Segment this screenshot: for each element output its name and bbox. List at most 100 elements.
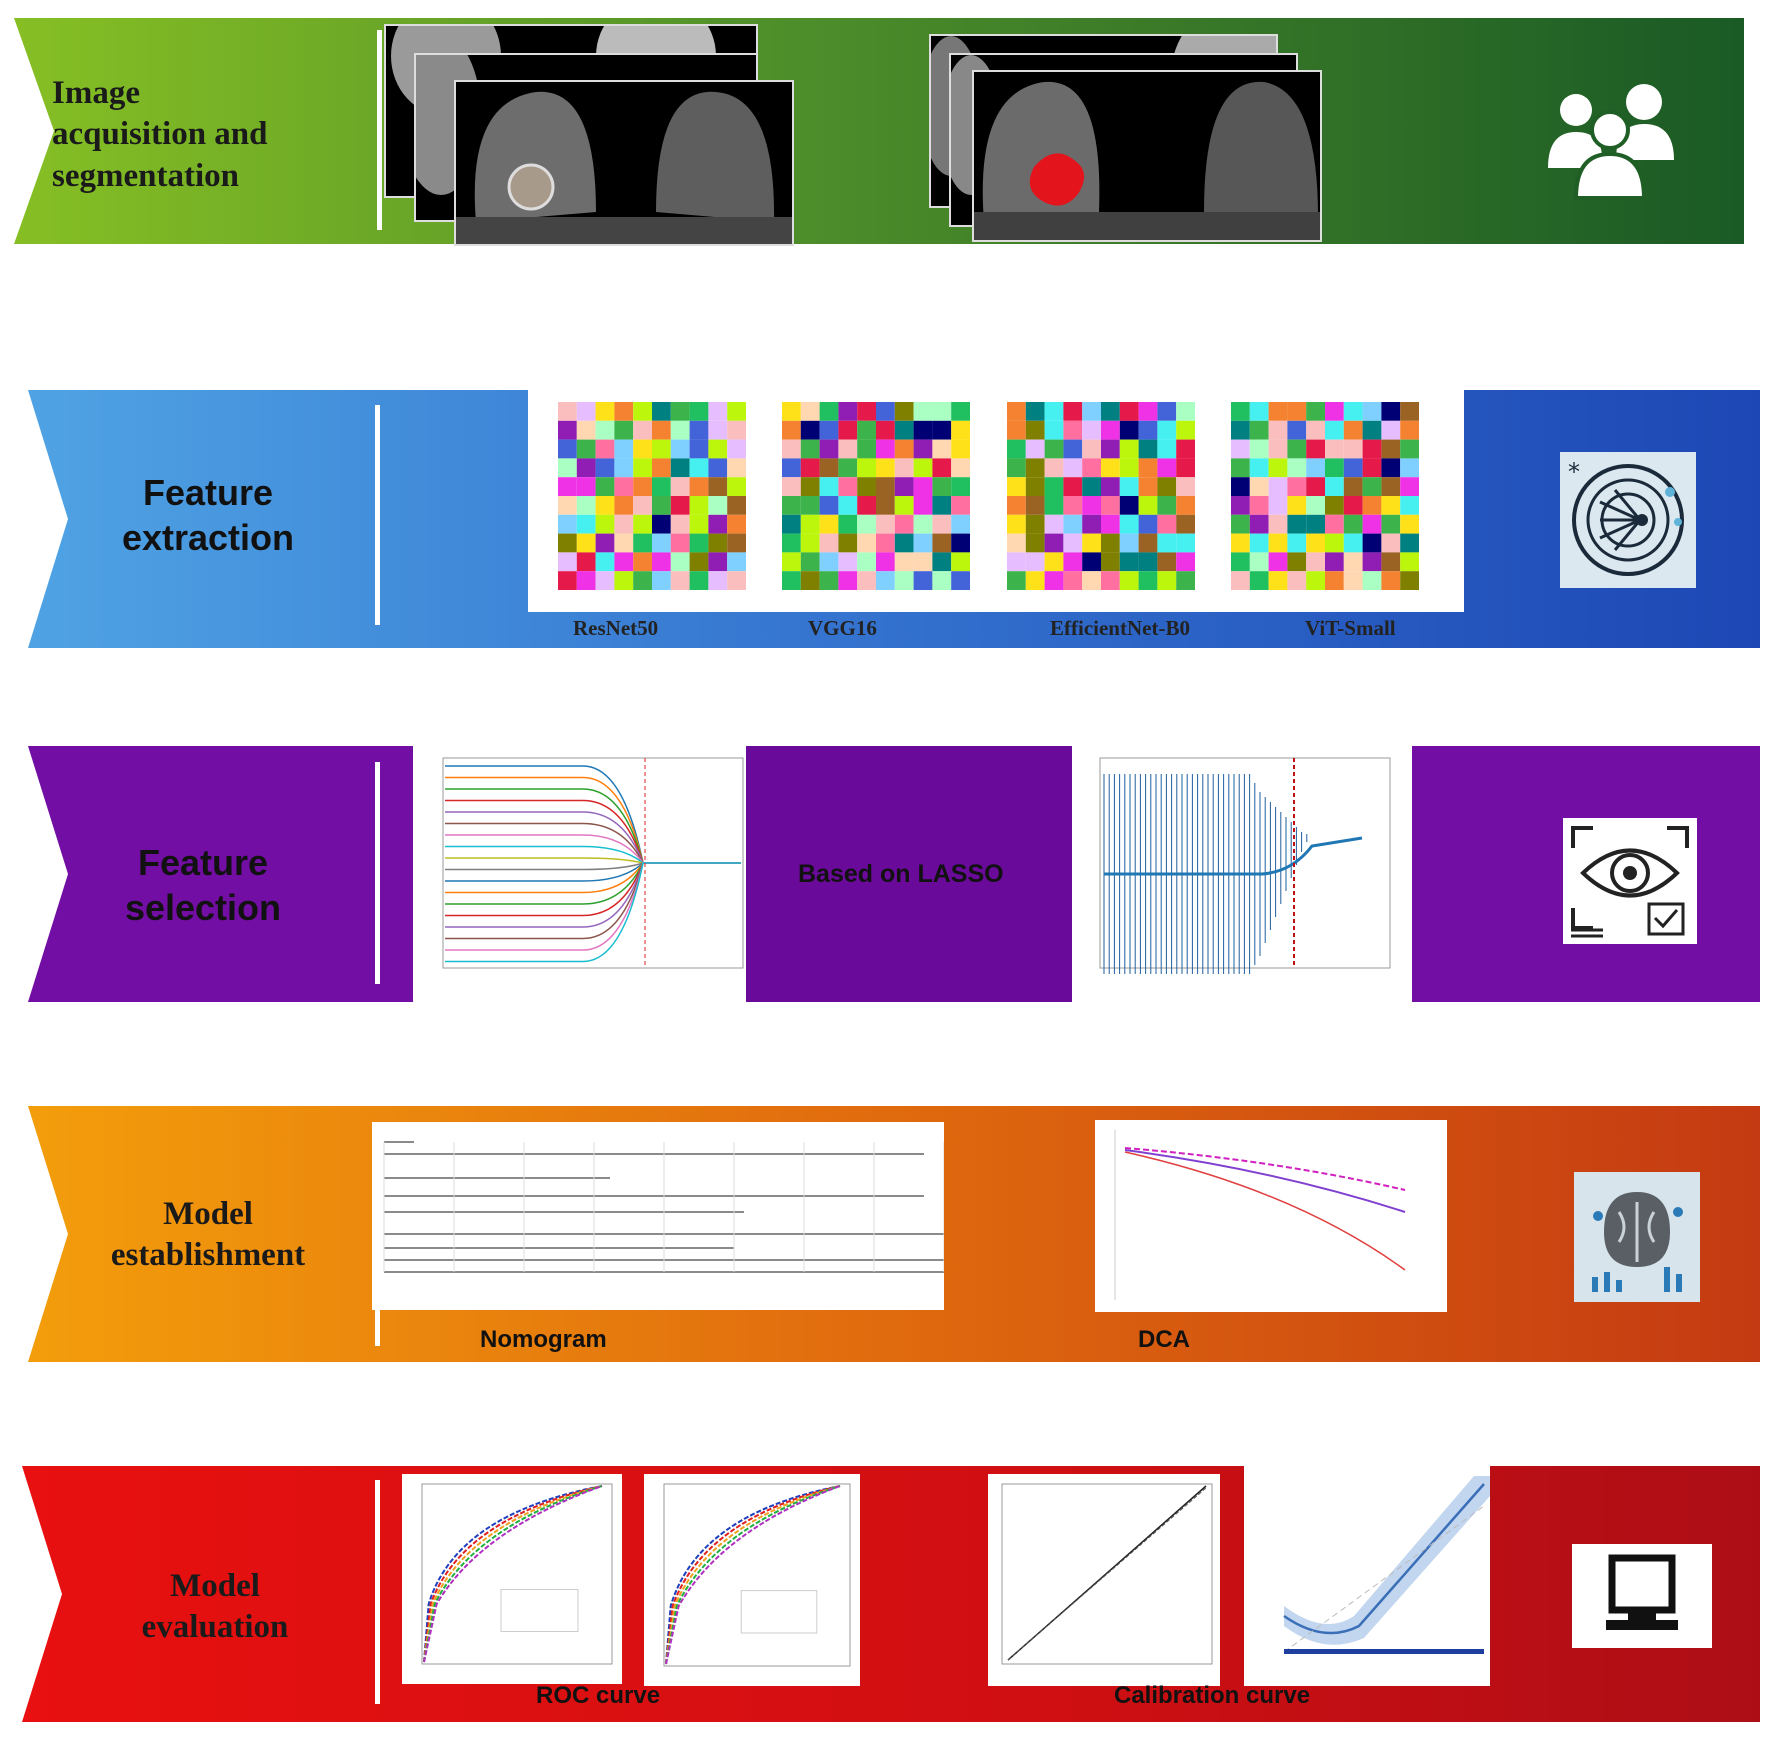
feature-cell (1157, 533, 1177, 553)
feature-cell (857, 496, 876, 515)
feature-cell (652, 402, 671, 421)
feature-cell (652, 439, 671, 459)
feature-cell (1119, 514, 1139, 534)
feature-cell (1119, 402, 1139, 421)
model-label: VGG16 (808, 616, 877, 640)
feature-cell (1268, 439, 1288, 459)
feature-cell (1343, 439, 1363, 459)
feature-cell (652, 571, 671, 590)
divider (375, 1480, 380, 1704)
feature-cell (1231, 402, 1250, 421)
feature-cell (576, 552, 596, 572)
feature-cell (838, 533, 858, 553)
feature-cell (633, 533, 652, 553)
feature-cell (894, 571, 914, 590)
feature-cell (727, 402, 746, 421)
feature-cell (782, 477, 801, 496)
feature-cell (1007, 514, 1026, 534)
feature-cell (800, 439, 820, 459)
feature-cell (800, 477, 820, 496)
feature-cell (1231, 571, 1250, 590)
feature-cell (1007, 439, 1026, 459)
feature-cell (1176, 514, 1195, 534)
feature-cell (1325, 477, 1344, 496)
feature-cell (614, 402, 634, 421)
feature-cell (558, 514, 577, 534)
feature-cell (1287, 402, 1307, 421)
feature-cell (876, 420, 895, 440)
feature-cell (1400, 514, 1419, 534)
roc-plot-train (402, 1474, 622, 1684)
feature-map-efficientnet (1007, 402, 1195, 590)
feature-cell (1119, 533, 1139, 553)
feature-cell (1063, 439, 1083, 459)
coef-path (445, 862, 741, 871)
feature-cell (894, 552, 914, 572)
feature-cell (876, 514, 895, 534)
feature-cell (1306, 571, 1325, 590)
feature-cell (1176, 439, 1195, 459)
feature-cell (951, 533, 970, 553)
feature-cell (913, 458, 933, 478)
divider (375, 405, 380, 625)
feature-cell (1325, 402, 1344, 421)
feature-cell (689, 402, 709, 421)
feature-cell (1325, 420, 1344, 440)
feature-cell (1157, 514, 1177, 534)
feature-cell (1101, 402, 1120, 421)
feature-cell (727, 458, 746, 478)
feature-cell (782, 496, 801, 515)
people-group-icon (1548, 84, 1674, 200)
feature-cell (595, 458, 615, 478)
feature-cell (1325, 552, 1344, 572)
feature-cell (932, 458, 952, 478)
feature-cell (1268, 420, 1288, 440)
feature-cell (670, 552, 690, 572)
feature-cell (708, 458, 728, 478)
feature-cell (819, 477, 839, 496)
feature-cell (1287, 439, 1307, 459)
selection-center-panel (746, 746, 1072, 1002)
feature-cell (838, 571, 858, 590)
feature-cell (913, 420, 933, 440)
feature-cell (1268, 402, 1288, 421)
feature-cell (689, 458, 709, 478)
feature-cell (1157, 496, 1177, 515)
feature-cell (1343, 477, 1363, 496)
feature-cell (1063, 533, 1083, 553)
feature-cell (1025, 420, 1045, 440)
feature-cell (595, 533, 615, 553)
feature-cell (1287, 571, 1307, 590)
feature-cell (1025, 402, 1045, 421)
feature-cell (1231, 477, 1250, 496)
feature-cell (857, 420, 876, 440)
feature-cell (558, 571, 577, 590)
feature-cell (1249, 552, 1269, 572)
feature-map-vit (1231, 402, 1419, 590)
feature-cell (652, 420, 671, 440)
feature-cell (708, 402, 728, 421)
feature-cell (1082, 552, 1101, 572)
roc-curve (423, 1485, 603, 1663)
feature-cell (1287, 458, 1307, 478)
feature-cell (1176, 402, 1195, 421)
feature-cell (876, 458, 895, 478)
feature-cell (894, 477, 914, 496)
feature-cell (595, 552, 615, 572)
feature-cell (951, 420, 970, 440)
lasso-caption: Based on LASSO (798, 860, 1004, 888)
feature-cell (894, 402, 914, 421)
feature-cell (614, 533, 634, 553)
feature-cell (1249, 402, 1269, 421)
feature-cell (1101, 496, 1120, 515)
feature-cell (1082, 458, 1101, 478)
feature-cell (1343, 571, 1363, 590)
dca-curve (1124, 1147, 1406, 1191)
coef-path (445, 799, 741, 864)
feature-cell (838, 496, 858, 515)
roc-curve (665, 1485, 841, 1665)
feature-cell (558, 402, 577, 421)
feature-cell (838, 477, 858, 496)
feature-cell (1119, 439, 1139, 459)
feature-cell (1287, 552, 1307, 572)
